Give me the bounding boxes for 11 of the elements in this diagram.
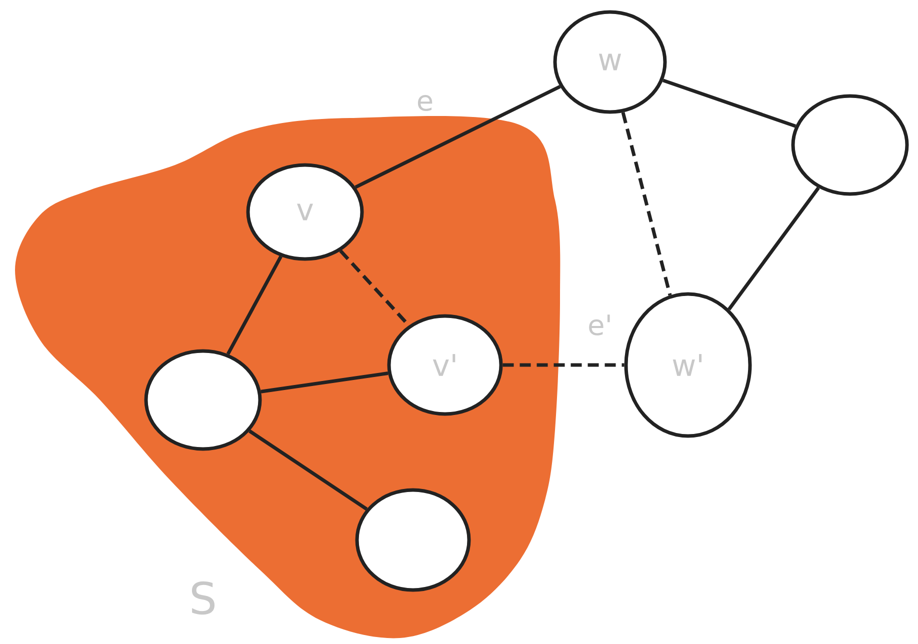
edge — [226, 256, 282, 355]
vertex-ellipse — [355, 488, 471, 592]
dashed-edge — [502, 363, 624, 367]
edge — [662, 78, 796, 128]
dashed-edge — [621, 112, 672, 296]
edge — [260, 372, 388, 394]
vertex-ellipse — [791, 94, 909, 196]
edge — [354, 84, 561, 189]
edge — [248, 430, 368, 511]
edge — [728, 186, 820, 310]
vertex-ellipse — [144, 349, 262, 451]
